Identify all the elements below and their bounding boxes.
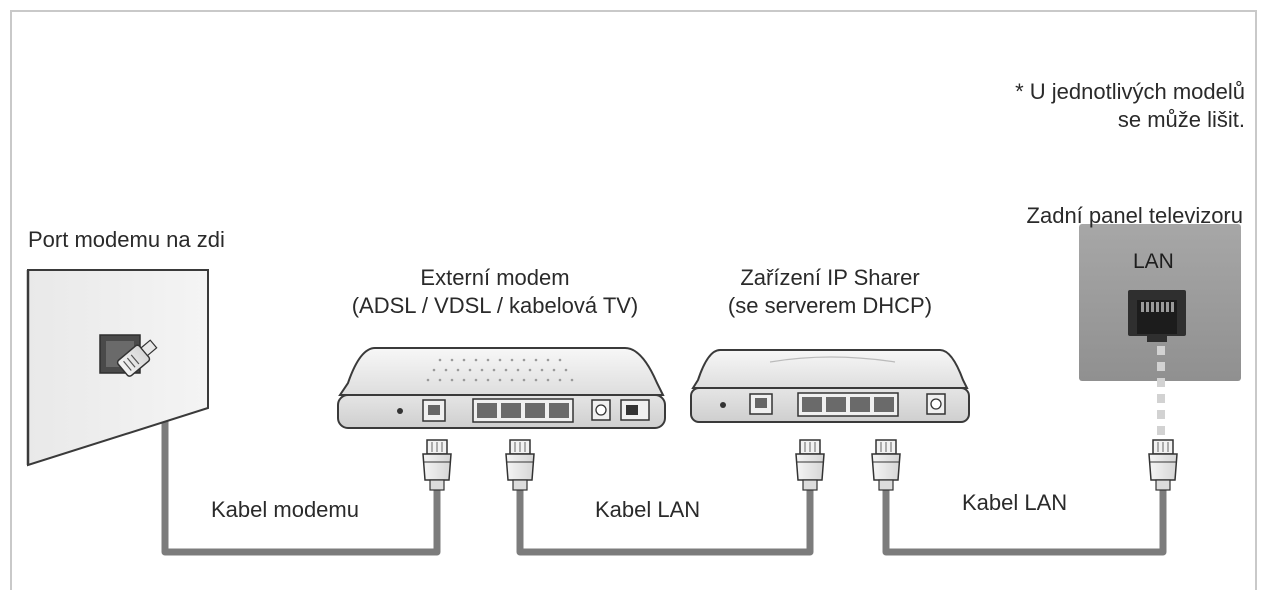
model-note-line2: se může lišit. (1117, 107, 1245, 132)
modem-label-line2: (ADSL / VDSL / kabelová TV) (351, 293, 639, 318)
plug-router-lan (871, 439, 901, 491)
modem-cable-label: Kabel modemu (211, 497, 359, 522)
lan-cable-label-2: Kabel LAN (962, 490, 1068, 515)
wall-port-label: Port modemu na zdi (28, 227, 225, 252)
tv-panel-label: Zadní panel televizoru (1026, 203, 1243, 228)
model-note-line1: * U jednotlivých modelů (1015, 79, 1245, 104)
cable-lan-2 (882, 488, 1167, 556)
plug-modem-lan (505, 439, 535, 491)
router-label-line1: Zařízení IP Sharer (740, 265, 920, 290)
lan-cable-label-1: Kabel LAN (595, 497, 701, 522)
tv-back-panel (1079, 224, 1241, 381)
plug-router-wan (795, 439, 825, 491)
router-label-line2: (se serverem DHCP) (727, 293, 933, 318)
external-modem (337, 347, 666, 429)
cable-lan-1 (516, 488, 814, 556)
plug-modem-dsl (422, 439, 452, 491)
model-note: * U jednotlivých modelů se může lišit. (1015, 78, 1245, 134)
router-label: Zařízení IP Sharer (se serverem DHCP) (690, 264, 970, 320)
modem-label-line1: Externí modem (420, 265, 570, 290)
diagram-frame (10, 10, 1257, 590)
plug-tv-lan (1148, 439, 1178, 491)
modem-label: Externí modem (ADSL / VDSL / kabelová TV… (300, 264, 690, 320)
tv-lan-port-label: LAN (1133, 250, 1174, 273)
wall-port (26, 269, 209, 467)
ip-sharer-router (690, 349, 970, 423)
